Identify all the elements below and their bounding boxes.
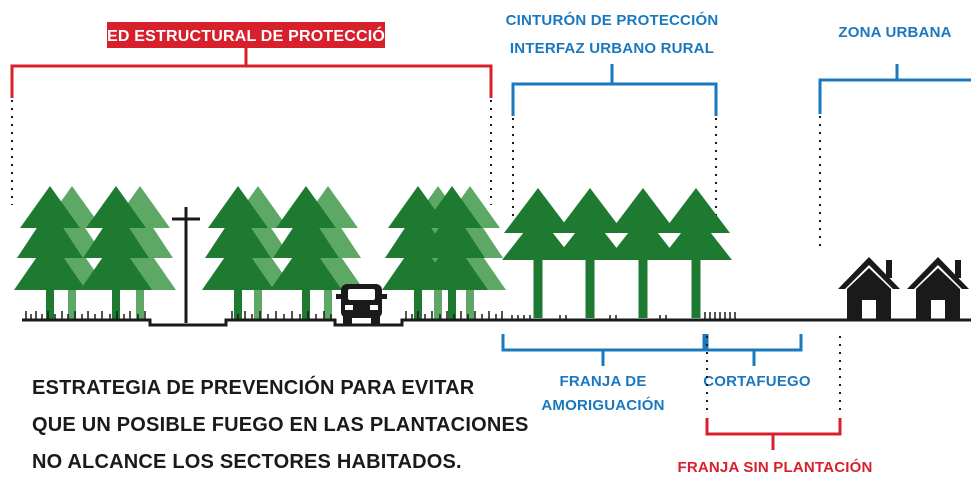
belt-bracket: CINTURÓN DE PROTECCIÓN INTERFAZ URBANO R… — [506, 11, 719, 222]
urban-line — [818, 64, 971, 114]
belt-label-line2: INTERFAZ URBANO RURAL — [510, 40, 714, 57]
red-network-bracket: RED ESTRUCTURAL DE PROTECCIÓN — [10, 22, 493, 205]
red-network-label: RED ESTRUCTURAL DE PROTECCIÓN — [95, 26, 397, 45]
caption: ESTRATEGIA DE PREVENCIÓN PARA EVITAR QUE… — [32, 375, 529, 473]
belt-label-line1: CINTURÓN DE PROTECCIÓN — [506, 11, 719, 29]
red-network-line — [10, 48, 493, 98]
caption-line2: QUE UN POSIBLE FUEGO EN LAS PLANTACIONES — [32, 414, 529, 436]
buffer-bracket: FRANJA DE AMORIGUACIÓN — [501, 334, 706, 414]
house-icon — [907, 257, 969, 320]
no-plantation-label: FRANJA SIN PLANTACIÓN — [677, 458, 872, 476]
red-network-label-bg — [107, 22, 385, 48]
utility-pole-icon — [172, 207, 200, 323]
firebreak-bracket: CORTAFUEGO — [703, 334, 811, 390]
car-icon — [336, 284, 387, 324]
buffer-label-line2: AMORIGUACIÓN — [541, 396, 664, 414]
firebreak-label: CORTAFUEGO — [703, 373, 811, 390]
caption-line1: ESTRATEGIA DE PREVENCIÓN PARA EVITAR — [32, 375, 475, 399]
house-icon — [838, 257, 900, 320]
caption-line3: NO ALCANCE LOS SECTORES HABITADOS. — [32, 451, 462, 473]
urban-label: ZONA URBANA — [838, 24, 951, 41]
belt-line — [511, 64, 718, 116]
tree-icon — [660, 188, 732, 318]
buffer-label-line1: FRANJA DE — [559, 373, 646, 390]
ground — [22, 311, 971, 327]
buffer-trees — [502, 188, 732, 318]
no-plantation-bracket: FRANJA SIN PLANTACIÓN — [677, 336, 872, 476]
urban-bracket: ZONA URBANA — [818, 24, 971, 246]
grass-tufts — [25, 311, 736, 320]
red-network-trees — [14, 186, 506, 320]
